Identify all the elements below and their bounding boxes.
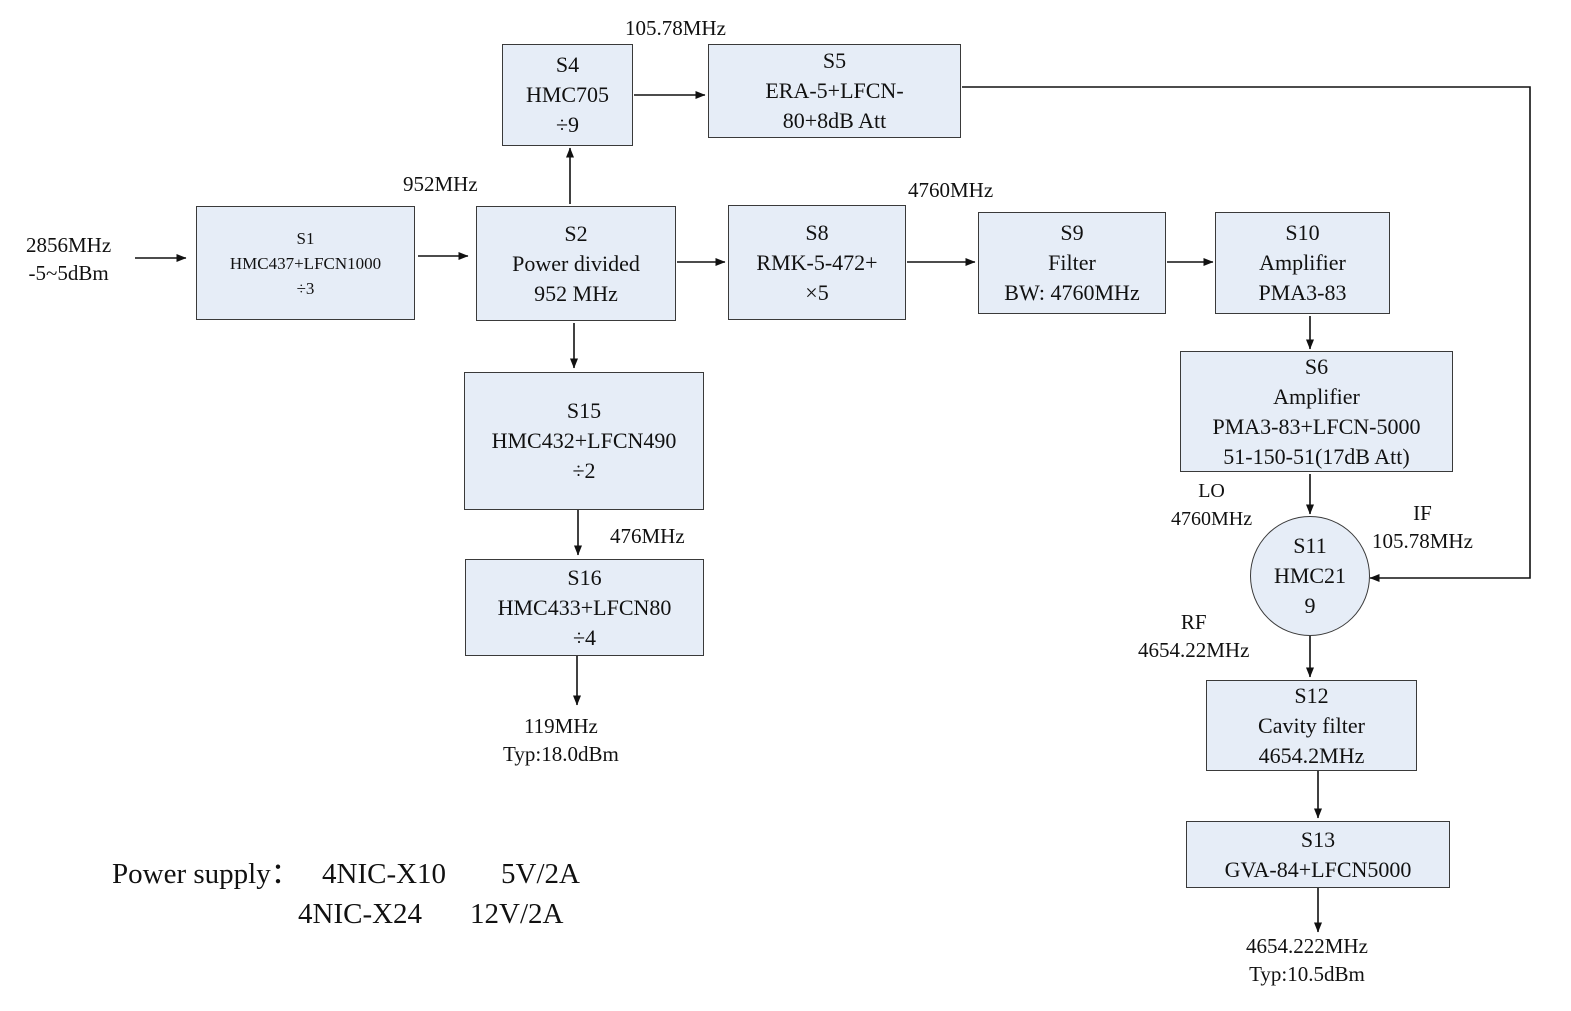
block-s10-id: S10 [1285,220,1320,245]
output-119-level: Typ:18.0dBm [503,742,619,766]
block-s4: S4 HMC705 ÷9 [502,44,633,146]
block-s5-att: 80+8dB Att [782,108,887,133]
block-s10: S10 Amplifier PMA3-83 [1215,212,1390,314]
block-s8-part: RMK-5-472+ [756,249,878,275]
block-s10-part: PMA3-83 [1258,280,1347,305]
freq-label-476: 476MHz [610,524,685,548]
block-s12-desc: Cavity filter [1258,712,1365,738]
block-s5-part: ERA-5+LFCN- [765,78,904,103]
rf-label-name: RF [1180,610,1207,634]
block-s2-freq: 952 MHz [534,280,618,306]
block-s16: S16 HMC433+LFCN80 ÷4 [465,559,704,656]
block-s4-ratio: ÷9 [555,112,580,137]
block-s15: S15 HMC432+LFCN490 ÷2 [464,372,704,510]
block-s13-id: S13 [1300,826,1336,852]
block-s10-desc: Amplifier [1259,250,1346,275]
output-119-label: 119MHz Typ:18.0dBm [503,712,619,768]
power-supply-title: Power supply： [112,858,300,890]
power-supply-model-2: 4NIC-X24 [298,898,423,930]
line-s5-s11-if [962,86,1531,582]
lo-label-freq: 4760MHz [1171,508,1253,530]
block-s8-id: S8 [805,219,829,245]
rf-label: RF 4654.22MHz [1138,608,1249,664]
input-freq: 2856MHz [26,233,112,257]
block-s1-part: HMC437+LFCN1000 [229,253,382,273]
block-s5-id: S5 [822,48,847,73]
output-4654-freq: 4654.222MHz [1246,934,1368,958]
block-s15-ratio: ÷2 [572,458,596,483]
block-s12-freq: 4654.2MHz [1258,742,1365,768]
block-s16-ratio: ÷4 [572,624,597,650]
block-s13-part: GVA-84+LFCN5000 [1224,856,1412,882]
block-s16-part: HMC433+LFCN80 [497,594,672,620]
block-s9: S9 Filter BW: 4760MHz [978,212,1166,314]
output-4654-label: 4654.222MHz Typ:10.5dBm [1246,932,1368,988]
block-s11-part-suffix: 9 [1304,593,1316,618]
power-supply-rating-2: 12V/2A [470,898,564,930]
power-supply-model-1: 4NIC-X10 [322,858,447,890]
block-s13: S13 GVA-84+LFCN5000 [1186,821,1450,888]
if-label-freq: 105.78MHz [1372,529,1473,553]
block-s8: S8 RMK-5-472+ ×5 [728,205,906,320]
power-supply-rating-1: 5V/2A [501,858,580,890]
block-s2-desc: Power divided [512,250,640,276]
freq-label-4760: 4760MHz [908,178,994,202]
block-s4-part: HMC705 [525,82,610,107]
block-s11-part: HMC21 [1273,563,1347,588]
block-s12-id: S12 [1294,682,1329,708]
freq-label-952: 952MHz [403,172,478,196]
block-s8-ratio: ×5 [805,279,829,305]
block-s1-id: S1 [296,228,315,248]
if-label-name: IF [1413,501,1432,525]
block-s9-desc: Filter [1048,250,1096,275]
lo-label-name: LO [1198,480,1225,502]
block-s16-id: S16 [567,564,602,590]
rf-label-freq: 4654.22MHz [1138,638,1250,662]
block-s2-id: S2 [564,220,588,246]
if-label: IF 105.78MHz [1372,499,1473,555]
input-signal-label: 2856MHz -5~5dBm [26,231,111,287]
block-s1: S1 HMC437+LFCN1000 ÷3 [196,206,415,320]
block-s15-id: S15 [566,398,602,423]
block-s15-part: HMC432+LFCN490 [491,428,677,453]
block-s2: S2 Power divided 952 MHz [476,206,676,321]
block-s11-mixer: S11 HMC21 9 [1250,516,1370,636]
block-s12: S12 Cavity filter 4654.2MHz [1206,680,1417,771]
block-s9-bw: BW: 4760MHz [1004,280,1140,305]
block-s4-id: S4 [555,52,580,77]
block-s9-id: S9 [1060,220,1084,245]
output-119-freq: 119MHz [523,714,598,738]
output-4654-level: Typ:10.5dBm [1249,962,1365,986]
block-s6-desc: Amplifier [1273,383,1360,409]
lo-label: LO 4760MHz [1171,477,1252,533]
block-s6-part: PMA3-83+LFCN-5000 [1212,413,1421,439]
block-s6-att: 51-150-51(17dB Att) [1223,443,1410,469]
block-s6-id: S6 [1304,353,1329,379]
freq-label-105-top: 105.78MHz [625,16,726,40]
block-s1-ratio: ÷3 [296,278,315,298]
block-s6: S6 Amplifier PMA3-83+LFCN-5000 51-150-51… [1180,351,1453,472]
block-s11-id: S11 [1293,533,1327,558]
input-level: -5~5dBm [28,261,109,285]
block-s5: S5 ERA-5+LFCN- 80+8dB Att [708,44,961,138]
